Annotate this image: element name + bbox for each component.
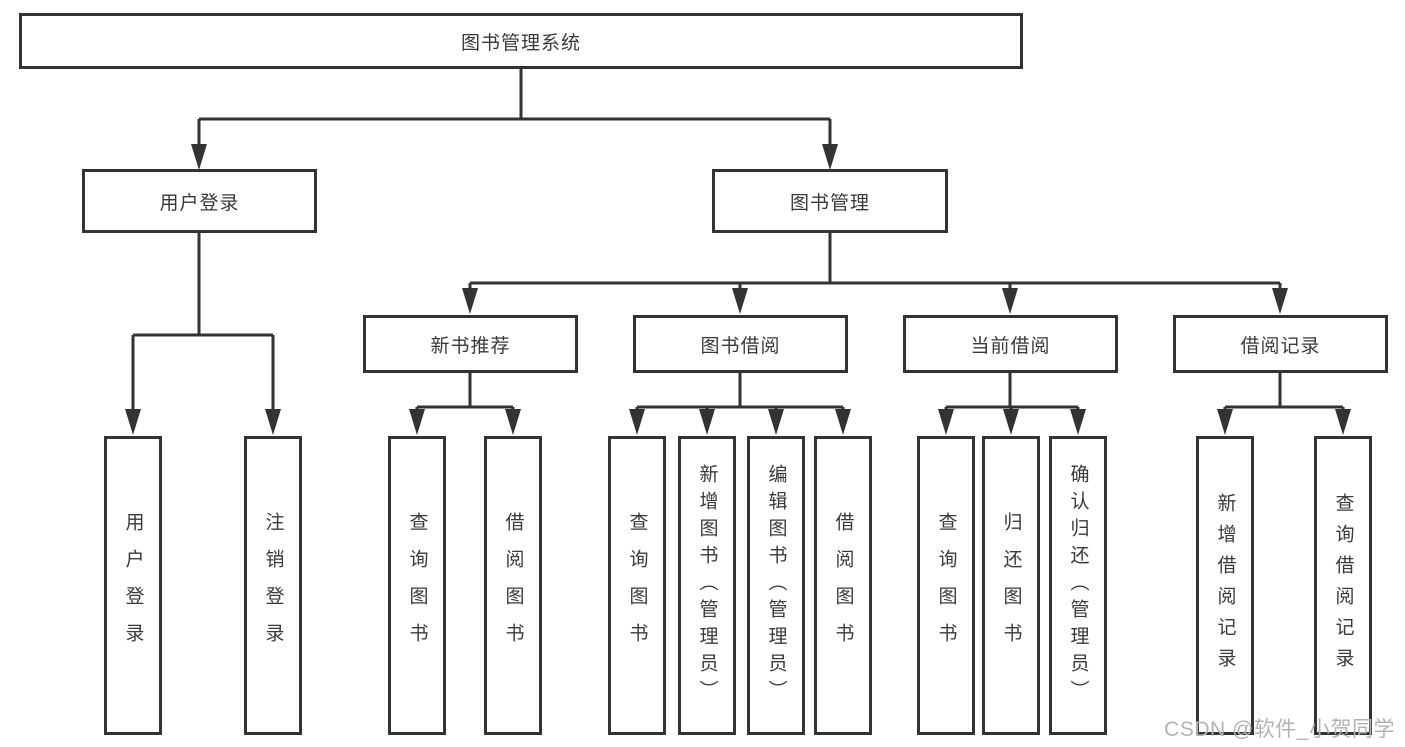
leaf-label: 查询图书 [406,511,428,660]
leaf-user-login: 用户登录 [104,436,162,735]
leaf-add-borrow-record: 新增借阅记录 [1196,436,1254,735]
leaf-label: 新增图书（管理员） [696,464,718,707]
leaf-label: 归还图书 [1000,511,1022,660]
leaf-logout: 注销登录 [244,436,302,735]
node-new-book-recommendation: 新书推荐 [363,315,578,373]
leaf-borrow-books-recommend: 借阅图书 [484,436,542,735]
leaf-label: 编辑图书（管理员） [765,464,787,707]
leaf-borrow-books: 借阅图书 [814,436,872,735]
leaf-add-books-admin: 新增图书（管理员） [678,436,736,735]
leaf-label: 查询图书 [935,511,957,660]
leaf-label: 注销登录 [262,511,284,660]
csdn-watermark: CSDN @软件_小贺同学 [1164,718,1395,741]
leaf-label: 用户登录 [122,511,144,660]
leaf-label: 查询借阅记录 [1332,492,1354,679]
leaf-label: 借阅图书 [502,511,524,660]
arrowheads [125,144,1351,435]
leaf-query-books-recommend: 查询图书 [388,436,446,735]
leaf-label: 新增借阅记录 [1214,492,1236,679]
node-current-borrowing: 当前借阅 [903,315,1118,373]
leaf-query-books-borrowing: 查询图书 [608,436,666,735]
root-node-library-system: 图书管理系统 [19,13,1023,69]
leaf-label: 借阅图书 [832,511,854,660]
leaf-confirm-return-admin: 确认归还（管理员） [1049,436,1107,735]
leaf-label: 查询图书 [626,511,648,660]
leaf-query-books-current: 查询图书 [917,436,975,735]
leaf-label: 确认归还（管理员） [1067,464,1089,707]
node-book-borrowing: 图书借阅 [633,315,848,373]
leaf-return-books: 归还图书 [982,436,1040,735]
leaf-query-borrow-record: 查询借阅记录 [1314,436,1372,735]
node-book-management: 图书管理 [712,169,948,233]
node-user-login: 用户登录 [82,169,317,233]
leaf-edit-books-admin: 编辑图书（管理员） [747,436,805,735]
node-borrowing-records: 借阅记录 [1173,315,1388,373]
